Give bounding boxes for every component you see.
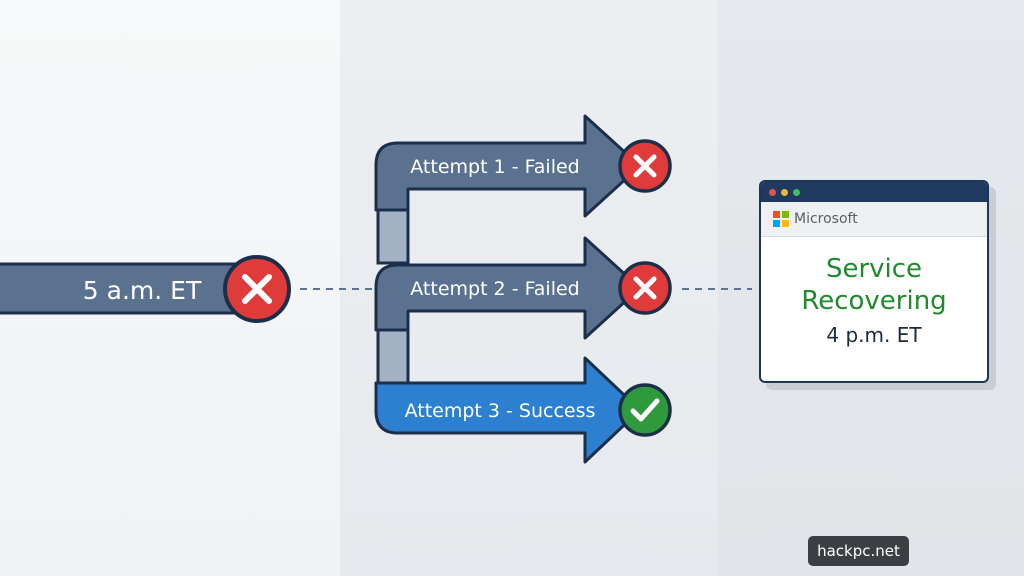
attempt-2-x-icon [618,261,672,315]
status-line-2: Recovering [801,286,947,316]
outage-start-time: 5 a.m. ET [83,276,202,305]
window-titlebar [761,182,987,202]
window-brand-bar: Microsoft [761,202,987,237]
attempt-3-label: Attempt 3 - Success [405,400,596,422]
attempt-1-label: Attempt 1 - Failed [410,156,579,178]
brand-name: Microsoft [794,211,858,227]
outage-start-x-icon [223,255,291,323]
microsoft-status-window: Microsoft Service Recovering 4 p.m. ET [759,180,989,383]
window-close-dot-icon [769,188,776,196]
recovery-time: 4 p.m. ET [826,323,922,347]
window-maximize-dot-icon [793,188,800,196]
microsoft-logo-icon [773,211,789,227]
attempt-2-label: Attempt 2 - Failed [410,278,579,300]
attempt-1-x-icon [618,139,672,193]
status-line-1: Service [825,254,923,284]
attempt-3-check-icon [618,383,672,437]
window-body: Service Recovering 4 p.m. ET [761,237,987,347]
site-watermark: hackpc.net [808,536,909,566]
window-minimize-dot-icon [781,188,788,196]
